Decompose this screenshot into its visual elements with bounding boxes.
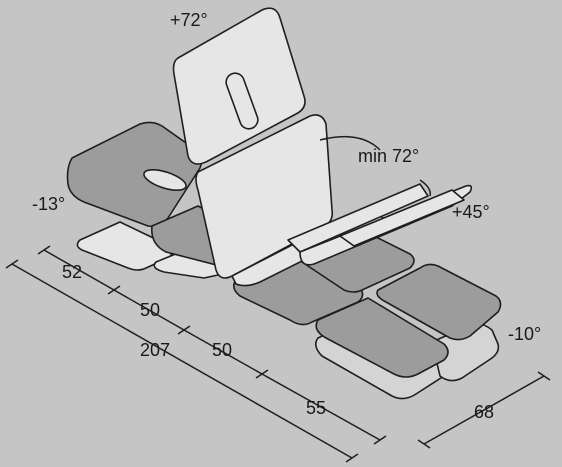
dim-line-thigh xyxy=(183,329,263,375)
dim-tick-thigh-start xyxy=(177,325,191,335)
head-section-pad xyxy=(66,121,203,228)
dim-line-total xyxy=(11,263,353,459)
legrest-panel-far xyxy=(339,189,465,247)
dim-tick-head-start xyxy=(37,245,51,255)
face-hole-head xyxy=(143,168,187,192)
min72-angle-arc xyxy=(319,135,381,151)
dim-tick-total-end xyxy=(345,453,359,463)
dim-thigh-label: 50 xyxy=(212,340,232,360)
dim-line-width xyxy=(423,375,545,445)
backrest-min-angle-label: min 72° xyxy=(358,146,419,166)
dim-head-label: 52 xyxy=(62,262,82,282)
foot-pad-left xyxy=(315,297,449,378)
foot-pad-right xyxy=(376,263,502,341)
dim-line-seat xyxy=(113,289,185,331)
dim-line-leg xyxy=(261,373,381,441)
dim-width-label: 68 xyxy=(474,402,494,422)
dim-tick-total-start xyxy=(5,259,19,269)
dim-tick-leg-end xyxy=(373,435,387,445)
dim-tick-leg-start xyxy=(255,369,269,379)
dim-seat-label: 50 xyxy=(140,300,160,320)
face-hole-backrest xyxy=(225,72,259,130)
dim-tick-width-end xyxy=(537,371,551,381)
dim-tick-width-start xyxy=(417,439,431,449)
dim-tick-seat-start xyxy=(107,285,121,295)
legs45-angle-arc xyxy=(419,179,432,197)
legrest-panel-center xyxy=(287,183,429,253)
backrest-angle-label: +72° xyxy=(170,10,208,30)
dim-leg-label: 55 xyxy=(306,398,326,418)
dim-total-label: 207 xyxy=(140,340,170,360)
foot-section-angle-label: -10° xyxy=(508,324,541,344)
dim-line-head xyxy=(43,249,115,291)
legrest-angle-label: +45° xyxy=(452,202,490,222)
head-section-angle-label: -13° xyxy=(32,194,65,214)
